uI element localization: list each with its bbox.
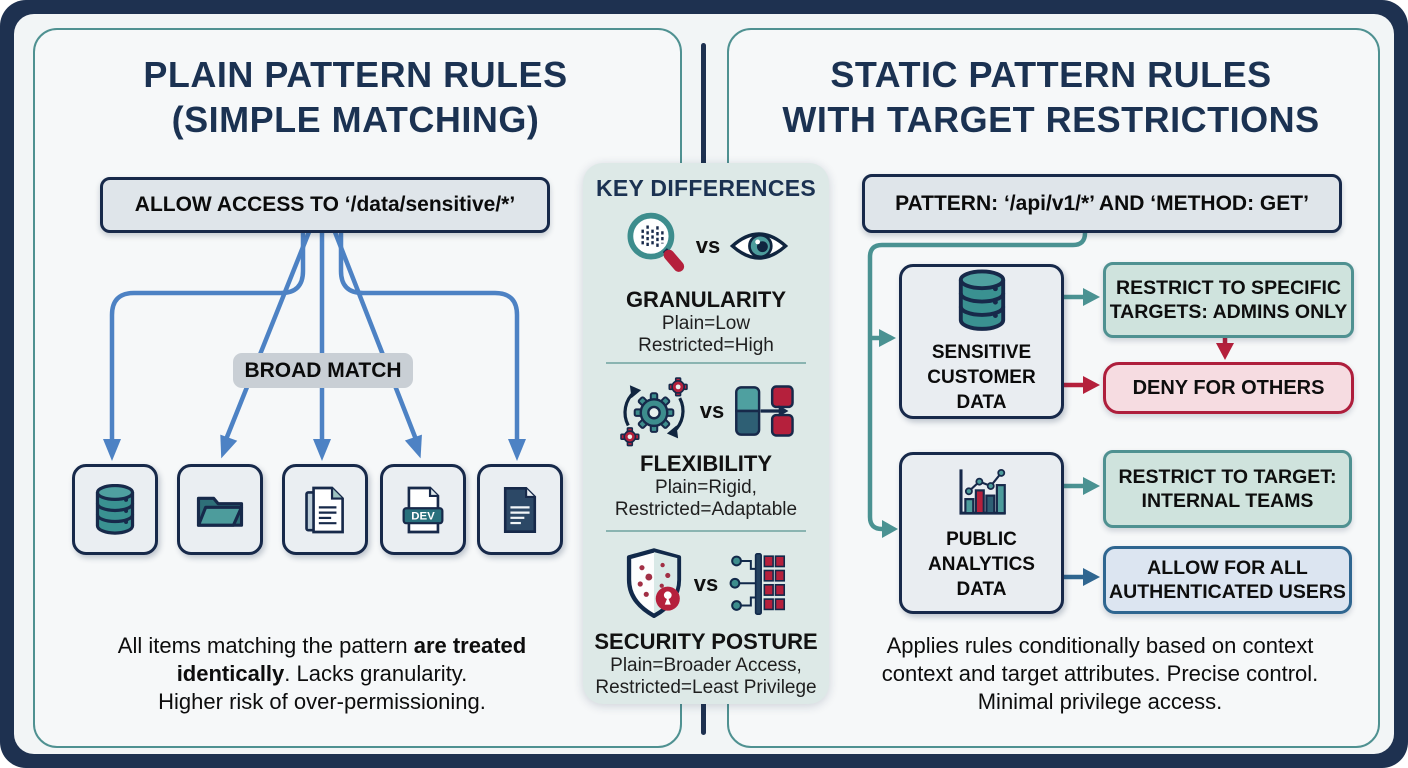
restrict-internal-line1: RESTRICT TO TARGET:: [1118, 466, 1337, 488]
left-panel-summary: All items matching the pattern are treat…: [62, 632, 582, 716]
left-title-line1: PLAIN PATTERN RULES: [143, 54, 568, 95]
pattern-rule-label: PATTERN: ‘/api/v1/*’ AND ‘METHOD: GET’: [895, 191, 1309, 215]
allow-access-rule-label: ALLOW ACCESS TO ‘/data/sensitive/*’: [134, 193, 516, 216]
left-title-line2: (SIMPLE MATCHING): [171, 99, 540, 140]
public-label-line1: PUBLIC: [946, 528, 1017, 550]
security-posture-icons-row: vs: [583, 543, 829, 625]
allow-authenticated-line2: AUTHENTICATED USERS: [1109, 581, 1346, 603]
section-divider: [606, 530, 806, 532]
documents-icon: [305, 486, 344, 533]
target-box-documents: [282, 464, 368, 555]
right-panel-title: STATIC PATTERN RULES WITH TARGET RESTRIC…: [740, 52, 1362, 142]
target-box-folder: [177, 464, 263, 555]
restrict-admins-line2: TARGETS: ADMINS ONLY: [1109, 301, 1348, 323]
broad-match-badge: BROAD MATCH: [233, 353, 413, 388]
restrict-admins-box: RESTRICT TO SPECIFIC TARGETS: ADMINS ONL…: [1103, 262, 1354, 338]
right-summary-line3: Minimal privilege access.: [977, 689, 1223, 714]
left-summary-line3: Higher risk of over-permissioning.: [158, 689, 486, 714]
broad-match-label: BROAD MATCH: [244, 358, 402, 382]
left-summary-line1: All items matching the pattern are treat…: [117, 633, 527, 658]
security-posture-detail1: Plain=Broader Access,: [610, 655, 802, 676]
plain-pattern-panel: [33, 28, 682, 748]
sensitive-label-line2: CUSTOMER DATA: [927, 366, 1036, 413]
allow-authenticated-line1: ALLOW FOR ALL: [1147, 557, 1308, 579]
sensitive-label-line1: SENSITIVE: [931, 341, 1032, 363]
target-box-dark-document: [477, 464, 563, 555]
restrict-admins-line1: RESTRICT TO SPECIFIC: [1116, 277, 1341, 299]
public-analytics-data-box: PUBLIC ANALYTICS DATA: [899, 452, 1064, 614]
granularity-heading: GRANULARITY: [625, 287, 787, 312]
section-divider: [606, 362, 806, 364]
right-summary-line2: context and target attributes. Precise c…: [881, 661, 1319, 686]
restrict-internal-line2: INTERNAL TEAMS: [1141, 490, 1314, 512]
deny-for-others-box: DENY FOR OTHERS: [1103, 362, 1354, 414]
vs-label: vs: [699, 398, 725, 423]
right-summary-line1: Applies rules conditionally based on con…: [886, 633, 1314, 658]
access-control-nodes-icon: [729, 553, 786, 615]
target-box-database: [72, 464, 158, 555]
dev-file-icon: DEV: [402, 486, 444, 533]
flexibility-heading: FLEXIBILITY: [640, 451, 772, 476]
flexibility-detail1: Plain=Rigid,: [655, 477, 757, 498]
granularity-icons-row: vs: [583, 205, 829, 287]
broad-match-fan-arrows: [103, 226, 526, 461]
public-label-line2: ANALYTICS: [928, 553, 1035, 575]
vs-label: vs: [693, 571, 719, 596]
right-title-line2: WITH TARGET RESTRICTIONS: [782, 99, 1320, 140]
security-posture-detail2: Restricted=Least Privilege: [595, 677, 817, 698]
security-posture-heading: SECURITY POSTURE: [594, 629, 818, 654]
key-differences-title: KEY DIFFERENCES: [595, 175, 817, 201]
allow-access-rule-box: ALLOW ACCESS TO ‘/data/sensitive/*’: [100, 177, 550, 233]
magnifier-icon: [627, 212, 684, 272]
sensitive-customer-data-box: SENSITIVE CUSTOMER DATA: [899, 264, 1064, 419]
folder-icon: [196, 496, 244, 527]
database-icon: [95, 483, 135, 535]
dark-document-icon: [503, 486, 537, 533]
allow-authenticated-box: ALLOW FOR ALL AUTHENTICATED USERS: [1103, 546, 1352, 614]
restrict-internal-teams-box: RESTRICT TO TARGET: INTERNAL TEAMS: [1103, 450, 1352, 528]
flexibility-icons-row: vs: [583, 373, 829, 449]
key-differences-panel: KEY DIFFERENCES vs GRANULARITY: [583, 163, 829, 704]
target-box-dev-file: DEV: [380, 464, 466, 555]
public-label-line3: DATA: [956, 578, 1007, 600]
shield-lock-icon: [626, 548, 681, 618]
left-panel-title: PLAIN PATTERN RULES (SIMPLE MATCHING): [53, 52, 658, 142]
eye-icon: [730, 232, 789, 260]
gears-cycle-icon: [619, 377, 688, 447]
pattern-rule-box: PATTERN: ‘/api/v1/*’ AND ‘METHOD: GET’: [862, 174, 1342, 233]
bar-chart-icon: [958, 468, 1006, 515]
vs-label: vs: [695, 233, 721, 258]
granularity-detail2: Restricted=High: [638, 335, 774, 356]
right-title-line1: STATIC PATTERN RULES: [830, 54, 1272, 95]
flexibility-detail2: Restricted=Adaptable: [614, 499, 798, 520]
split-blocks-icon: [735, 385, 795, 437]
deny-for-others-label: DENY FOR OTHERS: [1132, 376, 1325, 399]
right-panel-summary: Applies rules conditionally based on con…: [808, 632, 1392, 716]
dev-badge-label: DEV: [411, 510, 435, 522]
granularity-detail1: Plain=Low: [661, 313, 751, 334]
database-icon: [958, 268, 1005, 331]
left-summary-line2: identically. Lacks granularity.: [176, 661, 468, 686]
